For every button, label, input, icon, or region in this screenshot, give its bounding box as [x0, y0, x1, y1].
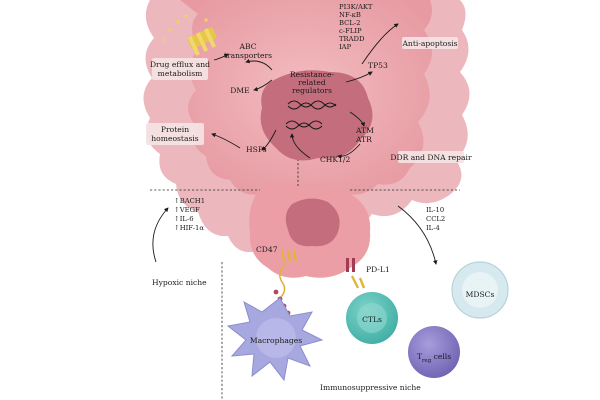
cytokine-arrow — [397, 205, 438, 265]
cytokine-label: IL-4 — [426, 224, 440, 232]
drug-efflux-box — [152, 58, 208, 80]
treg-label-suffix: cells — [431, 352, 451, 361]
arrow-to-abc — [245, 58, 273, 71]
abc-transporters-line-2: transporters — [224, 51, 272, 60]
treg-label: Treg cells — [417, 352, 451, 364]
hypoxic-niche-label: Hypoxic niche — [152, 278, 207, 287]
protein-homeostasis-line-1: Protein — [161, 125, 189, 134]
drug-efflux-label-box: Drug efflux and metabolism — [150, 58, 210, 80]
mdsc-cell: MDSCs — [451, 261, 509, 319]
treg-cell: Treg cells — [408, 326, 460, 378]
dna-strand-icon — [285, 120, 323, 128]
cytokine-label: CCL2 — [426, 215, 445, 223]
drug-efflux-line-1: Drug efflux and — [150, 60, 210, 69]
arrow-to-hsps — [261, 129, 277, 151]
arrow-abc-to-efflux — [213, 53, 229, 61]
pathway-arrows — [211, 23, 399, 159]
anti-apoptosis-item: c-FLIP — [339, 27, 362, 35]
tp53-label: TP53 — [368, 61, 388, 70]
protein-homeostasis-line-2: homeostasis — [151, 134, 199, 143]
arrow-to-tp53 — [345, 71, 373, 83]
dna-strand-icon — [287, 100, 337, 108]
ddr-label: DDR and DNA repair — [390, 153, 472, 162]
atr-label: ATR — [355, 135, 372, 144]
cytokine-label: IL-10 — [426, 206, 444, 214]
dna-strand-icon — [287, 102, 337, 110]
anti-apoptosis-item: PI3K/AKT — [339, 3, 373, 11]
arrow-to-chk — [337, 143, 361, 159]
treg-label-main: T — [417, 352, 422, 361]
hsps-label: HSPs — [246, 145, 267, 154]
anti-apoptosis-item: BCL-2 — [339, 19, 360, 27]
treg-label-sub: reg — [422, 358, 432, 364]
immunosuppressive-niche-label: Immunosuppressive niche — [320, 383, 421, 392]
pdl1-interaction: PD-L1 — [346, 258, 390, 289]
hypoxic-factor: ↑VEGF — [174, 206, 200, 214]
mdscs-label: MDSCs — [466, 290, 495, 299]
abc-transporter-icon — [162, 14, 217, 56]
ctl-cell: CTLs — [346, 292, 398, 344]
hypoxic-factor: ↑IL-6 — [174, 215, 194, 223]
arrow-to-atm — [349, 111, 365, 127]
resistance-regulators-line-1: Resistance- — [290, 70, 335, 79]
arrow-to-anti-apoptosis — [361, 23, 399, 65]
chk12-label: CHK1/2 — [320, 155, 350, 164]
ddr-box — [398, 151, 464, 163]
anti-apoptosis-list: PI3K/AKT NF-κB BCL-2 c-FLIP TRADD IAP — [339, 3, 373, 51]
nucleus-body — [260, 70, 373, 161]
hypoxic-factor: ↑BACH1 — [174, 197, 205, 205]
hypoxic-arrow — [152, 207, 169, 263]
arrow-to-dme — [253, 79, 273, 92]
pdl1-label: PD-L1 — [366, 265, 390, 274]
drug-efflux-line-2: metabolism — [158, 69, 203, 78]
resistance-regulators-line-2: related — [298, 78, 326, 87]
anti-apoptosis-box — [402, 37, 458, 49]
anti-apoptosis-item: NF-κB — [339, 11, 361, 19]
anti-apoptosis-item: IAP — [339, 43, 352, 51]
protein-homeostasis-box — [146, 123, 204, 145]
anti-apoptosis-item: TRADD — [339, 35, 365, 43]
macrophage-cell: Macrophages — [226, 297, 324, 382]
atm-label: ATM — [355, 126, 374, 135]
hypoxic-factor: ↑HIF-1α — [174, 224, 204, 232]
nucleus — [260, 70, 373, 161]
abc-transporters-line-1: ABC — [238, 42, 256, 51]
hypoxic-niche: ↑BACH1 ↑VEGF ↑IL-6 ↑HIF-1α Hypoxic niche — [152, 197, 207, 287]
ctls-label: CTLs — [362, 315, 382, 324]
cd47-label: CD47 — [256, 245, 278, 254]
arrow-hsps-to-homeostasis — [211, 133, 241, 149]
resistance-regulators-line-3: regulators — [292, 86, 332, 95]
dna-strand-icon — [285, 122, 323, 130]
arrow-chk-to-nucleus — [289, 133, 311, 159]
macrophages-label: Macrophages — [250, 336, 302, 345]
dme-label: DME — [230, 86, 249, 95]
nucleus-lower — [285, 198, 340, 247]
anti-apoptosis-label: Anti-apoptosis — [401, 39, 457, 48]
